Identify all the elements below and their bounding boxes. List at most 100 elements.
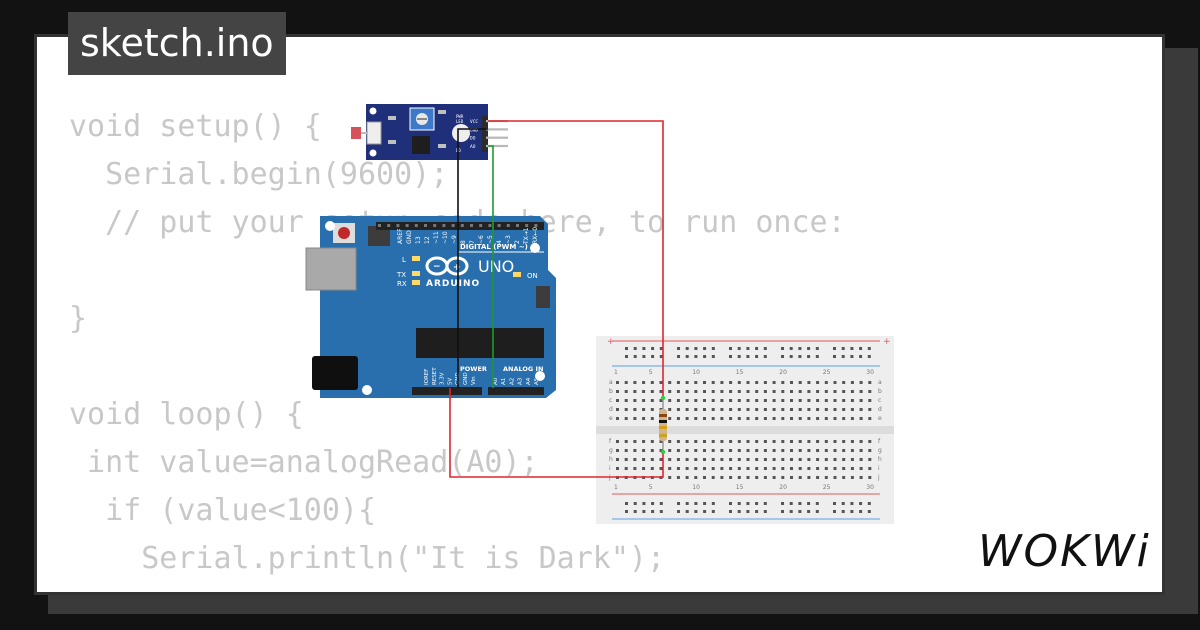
breadboard-rail-hole bbox=[781, 510, 784, 513]
wire-gnd-black[interactable] bbox=[457, 128, 488, 388]
sensor-pin[interactable] bbox=[486, 136, 508, 139]
breadboard-rail-hole bbox=[711, 510, 715, 513]
row-letter: a bbox=[609, 379, 613, 386]
breadboard-hole bbox=[755, 381, 759, 384]
analog-pin-label: A0 bbox=[493, 377, 499, 385]
breadboard-hole bbox=[763, 440, 767, 443]
wire-ao-green[interactable] bbox=[488, 145, 494, 388]
photoresistor[interactable] bbox=[351, 127, 361, 139]
atmega-chip bbox=[416, 328, 544, 358]
breadboard-hole bbox=[703, 417, 706, 420]
breadboard-hole bbox=[868, 381, 872, 384]
breadboard-hole bbox=[624, 381, 628, 384]
breadboard-rail-hole bbox=[850, 347, 854, 350]
breadboard-hole bbox=[703, 449, 706, 452]
breadboard-hole bbox=[624, 458, 628, 461]
breadboard-hole bbox=[772, 381, 776, 384]
breadboard-hole bbox=[694, 449, 698, 452]
breadboard-hole bbox=[868, 449, 872, 452]
breadboard-hole bbox=[729, 390, 733, 393]
breadboard-rail-hole bbox=[633, 347, 637, 350]
breadboard-hole bbox=[833, 476, 837, 479]
column-number: 25 bbox=[823, 484, 831, 491]
breadboard-hole bbox=[772, 467, 776, 470]
breadboard-hole bbox=[763, 458, 767, 461]
digital-header[interactable] bbox=[376, 222, 544, 230]
row-letter: h bbox=[878, 456, 882, 463]
breadboard-hole bbox=[781, 408, 785, 411]
breadboard-hole bbox=[807, 381, 811, 384]
digital-pin-label: 8 bbox=[460, 240, 467, 244]
led-label-pwr: PWR bbox=[456, 114, 464, 119]
wire-vcc-red[interactable] bbox=[488, 120, 664, 396]
breadboard-rail-hole bbox=[789, 502, 793, 505]
power-pin-label: Vin bbox=[471, 376, 477, 385]
breadboard-holes bbox=[616, 347, 872, 513]
breadboard-hole bbox=[790, 408, 793, 411]
breadboard-hole bbox=[703, 467, 706, 470]
breadboard-hole bbox=[676, 399, 680, 402]
breadboard-hole bbox=[763, 476, 767, 479]
breadboard-hole bbox=[850, 476, 854, 479]
breadboard-hole bbox=[772, 399, 776, 402]
breadboard-hole bbox=[624, 417, 628, 420]
breadboard-rail-hole bbox=[815, 355, 819, 358]
breadboard-hole bbox=[824, 390, 828, 393]
wire-5v-red[interactable] bbox=[449, 388, 664, 478]
breadboard-rail-hole bbox=[867, 355, 871, 358]
sensor-pin[interactable] bbox=[486, 128, 508, 131]
breadboard-hole bbox=[729, 408, 733, 411]
breadboard-hole bbox=[668, 399, 672, 402]
breadboard-hole bbox=[746, 458, 750, 461]
resistor[interactable] bbox=[659, 395, 667, 455]
breadboard-rail-hole bbox=[737, 510, 741, 513]
breadboard-hole bbox=[842, 449, 846, 452]
code-line: } bbox=[69, 301, 88, 336]
breadboard-hole bbox=[676, 458, 680, 461]
breadboard-hole bbox=[737, 417, 741, 420]
breadboard-hole bbox=[668, 408, 672, 411]
breadboard-rail-hole bbox=[677, 355, 680, 358]
breadboard-hole bbox=[868, 467, 872, 470]
breadboard-hole bbox=[659, 449, 663, 452]
row-letter: j bbox=[877, 474, 880, 481]
breadboard-rail-hole bbox=[841, 355, 845, 358]
breadboard-hole bbox=[798, 381, 802, 384]
breadboard-hole bbox=[807, 417, 811, 420]
breadboard-hole bbox=[694, 399, 698, 402]
smd-component bbox=[438, 144, 446, 148]
analog-header[interactable] bbox=[488, 387, 544, 395]
breadboard-hole bbox=[676, 390, 680, 393]
breadboard-hole bbox=[642, 390, 646, 393]
breadboard-hole bbox=[720, 467, 724, 470]
reset-button[interactable] bbox=[338, 227, 350, 239]
breadboard-hole bbox=[859, 408, 863, 411]
header-pin bbox=[506, 224, 510, 227]
breadboard-rail-hole bbox=[711, 502, 715, 505]
breadboard-hole bbox=[720, 399, 724, 402]
power-header[interactable] bbox=[412, 387, 482, 395]
breadboard-hole bbox=[790, 381, 793, 384]
breadboard-hole bbox=[737, 390, 741, 393]
ldr-socket bbox=[366, 121, 382, 145]
breadboard-hole bbox=[850, 449, 854, 452]
breadboard-rail-hole bbox=[807, 502, 811, 505]
digital-pin-label: 13 bbox=[415, 236, 422, 244]
sketch-file-tab[interactable]: sketch.ino bbox=[68, 12, 286, 75]
breadboard-hole bbox=[833, 449, 837, 452]
row-letter: i bbox=[878, 465, 880, 472]
breadboard-hole bbox=[633, 399, 637, 402]
breadboard-hole bbox=[781, 449, 785, 452]
breadboard-hole bbox=[790, 390, 793, 393]
breadboard-hole bbox=[616, 408, 619, 411]
breadboard-rail-hole bbox=[737, 355, 741, 358]
sensor-pin[interactable] bbox=[486, 144, 508, 148]
breadboard-hole bbox=[720, 476, 724, 479]
digital-pin-label: AREF bbox=[397, 228, 404, 244]
breadboard-rail-hole bbox=[789, 347, 793, 350]
breadboard-hole bbox=[842, 399, 846, 402]
breadboard-hole bbox=[859, 449, 863, 452]
